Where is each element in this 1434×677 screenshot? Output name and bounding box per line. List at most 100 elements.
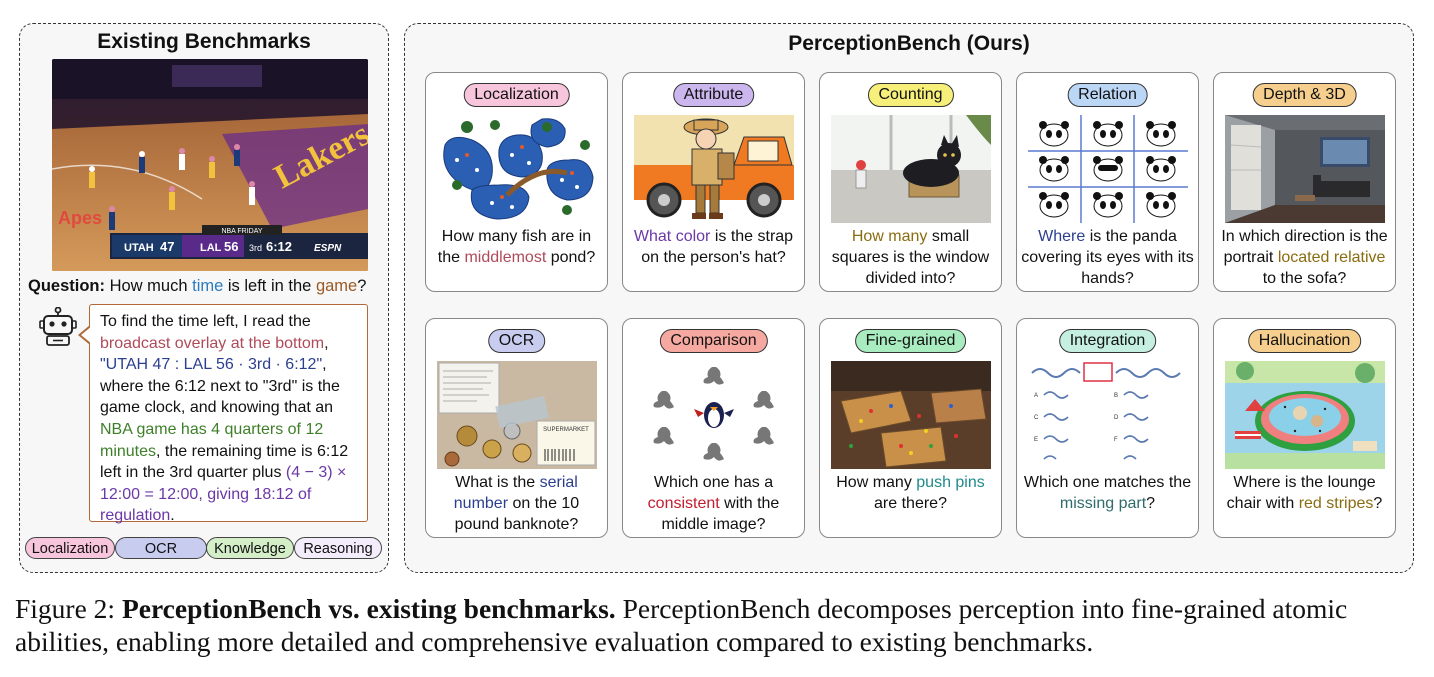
svg-text:D: D xyxy=(1114,415,1119,421)
pattern-puzzle-image: A B C D E F xyxy=(1028,361,1188,469)
scoreboard-score1: 47 xyxy=(160,239,174,254)
card-question-pre: Which one has a xyxy=(653,474,774,491)
card-question: What color is the strap on the person's … xyxy=(627,226,800,268)
card-question-pre: In which direction is the portrait xyxy=(1221,228,1388,266)
card-question-post: are there? xyxy=(874,495,947,512)
card-question: How many fish are in the middlemost pond… xyxy=(430,226,603,268)
scoreboard-team2: LAL xyxy=(200,242,222,254)
card-question: Which one has a consistent with the midd… xyxy=(627,472,800,535)
ponds-image xyxy=(437,115,597,223)
card-question-pre: How many fish are in the xyxy=(437,228,592,266)
nba-game-image: Lakers Apes NBA FRIDAY UTAH 47 LAL 56 3r… xyxy=(52,59,368,271)
scoreboard-banner: NBA FRIDAY xyxy=(221,228,262,235)
living-room-image xyxy=(1225,115,1385,223)
card-question: Where is the lounge chair with red strip… xyxy=(1218,472,1391,514)
tag-knowledge: Knowledge xyxy=(206,537,294,559)
card-question: What is the serial number on the 10 poun… xyxy=(430,472,603,535)
card-label: Localization xyxy=(463,83,570,107)
card-question: How many small squares is the window div… xyxy=(824,226,997,289)
card-counting: Counting How many small squares is the w… xyxy=(819,72,1002,292)
panda-grid-image xyxy=(1028,115,1188,223)
card-question-post: small squares is the window divided into… xyxy=(831,228,990,287)
card-question-pre: What is the xyxy=(455,474,540,491)
card-relation: Relation Where is the panda covering its… xyxy=(1016,72,1199,292)
card-question-highlight: consistent xyxy=(647,495,720,512)
card-question-pre: Which one matches the xyxy=(1023,474,1192,491)
receipt-title: SUPERMARKET xyxy=(543,427,589,433)
svg-text:B: B xyxy=(1114,393,1118,399)
card-ocr: OCR SUPERMARKET What is the serial numbe… xyxy=(425,318,608,538)
card-question-highlight: missing part xyxy=(1059,495,1147,512)
card-question: Where is the panda covering its eyes wit… xyxy=(1021,226,1194,289)
scoreboard-score2: 56 xyxy=(224,239,238,254)
existing-benchmarks-panel: Existing Benchmarks Lakers xyxy=(19,23,389,573)
card-question-highlight: Where xyxy=(1038,228,1086,245)
watermelon-pool-image xyxy=(1225,361,1385,469)
question-end: ? xyxy=(357,277,367,295)
caption-bold-title: PerceptionBench vs. existing benchmarks. xyxy=(121,593,616,624)
answer-text: , where the 6:12 next to "3rd" is the ga… xyxy=(100,356,340,417)
question-text-mid: is left in the xyxy=(223,277,316,295)
answer-highlight-overlay: broadcast overlay at the bottom xyxy=(100,334,325,352)
card-attribute: Attribute What color is the strap on the… xyxy=(622,72,805,292)
card-label: Counting xyxy=(867,83,954,107)
card-label: OCR xyxy=(487,329,546,353)
caption-prefix: Figure 2: xyxy=(15,593,122,624)
card-fine-grained: Fine-grained How many push pins are ther… xyxy=(819,318,1002,538)
card-question-post: on the 10 pound banknote? xyxy=(454,495,580,533)
card-label: Attribute xyxy=(672,83,755,107)
card-question-post: with the middle image? xyxy=(661,495,780,533)
svg-text:F: F xyxy=(1114,437,1118,443)
card-question: In which direction is the portrait locat… xyxy=(1218,226,1391,289)
svg-text:Apes: Apes xyxy=(58,208,102,228)
tag-reasoning: Reasoning xyxy=(294,537,382,559)
penguin-silhouettes-image xyxy=(634,361,794,469)
question-label: Question: xyxy=(28,277,105,295)
tag-ocr: OCR xyxy=(115,537,207,559)
explorer-truck-image xyxy=(634,115,794,223)
card-depth-3d: Depth & 3D In which direction is the por… xyxy=(1213,72,1396,292)
answer-highlight-knowledge: NBA game has 4 quarters of 12 minutes xyxy=(100,420,324,460)
card-label: Fine-grained xyxy=(854,329,967,353)
question-highlight-game: game xyxy=(315,277,358,295)
existing-benchmarks-title: Existing Benchmarks xyxy=(97,30,311,53)
card-question-highlight: serial number xyxy=(453,474,578,512)
answer-text: . xyxy=(170,507,175,525)
svg-text:A: A xyxy=(1034,393,1038,399)
svg-text:C: C xyxy=(1034,415,1039,421)
card-integration: Integration A B C D E F Which one matches the… xyxy=(1016,318,1199,538)
card-label: Relation xyxy=(1067,83,1148,107)
push-pins-boxes-image xyxy=(831,361,991,469)
cat-window-image xyxy=(831,115,991,223)
coins-receipt-image: SUPERMARKET xyxy=(437,361,597,469)
caption-body: PerceptionBench decomposes perception in… xyxy=(15,593,1348,657)
card-question-post: ? xyxy=(1146,495,1156,512)
answer-bubble: To find the time left, I read the broadc… xyxy=(78,304,368,525)
card-question-highlight: red stripes xyxy=(1298,495,1374,512)
card-label: Integration xyxy=(1058,329,1157,353)
card-question-post: ? xyxy=(1373,495,1383,512)
card-question-post: is the strap on the person's hat? xyxy=(641,228,794,266)
scoreboard-period: 3rd xyxy=(249,243,262,253)
card-question-pre: How many xyxy=(836,474,917,491)
perceptionbench-title: PerceptionBench (Ours) xyxy=(788,32,1030,55)
card-label: Depth & 3D xyxy=(1252,83,1357,107)
card-question-post: is the panda covering its eyes with its … xyxy=(1021,228,1194,287)
card-question-highlight: middlemost xyxy=(464,249,547,266)
question-highlight-time: time xyxy=(192,277,224,295)
answer-highlight-reasoning: (4 − 3) × 12:00 = 12:00, giving 18:12 of… xyxy=(100,464,347,525)
card-comparison: Comparison Which one has a consistent wi… xyxy=(622,318,805,538)
svg-text:E: E xyxy=(1034,437,1038,443)
card-label: Hallucination xyxy=(1247,329,1362,353)
card-localization: Localization How many fish are in the mi… xyxy=(425,72,608,292)
tag-localization: Localization xyxy=(25,537,115,559)
scoreboard-team1: UTAH xyxy=(124,242,154,254)
card-question-highlight: located relative xyxy=(1277,249,1386,266)
card-question-highlight: push pins xyxy=(916,474,985,491)
card-question: Which one matches the missing part? xyxy=(1021,472,1194,514)
card-question-post: pond? xyxy=(546,249,596,266)
card-question: How many push pins are there? xyxy=(824,472,997,514)
answer-highlight-scoreline: "UTAH 47 : LAL 56 · 3rd · 6:12" xyxy=(100,356,323,374)
question-line: Question: How much time is left in the g… xyxy=(28,277,384,296)
scoreboard-network: ESPN xyxy=(314,243,342,254)
